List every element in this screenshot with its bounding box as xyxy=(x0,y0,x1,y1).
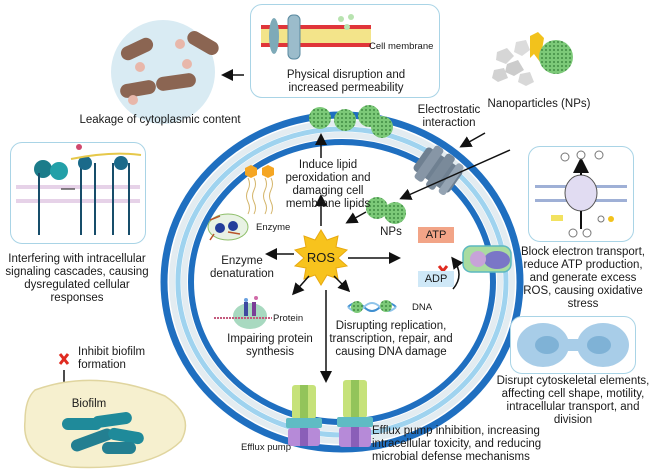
ribosome-icon xyxy=(214,296,272,329)
efflux-pump-label: Efflux pump xyxy=(241,442,291,453)
membrane-disruption-caption: Physical disruption and increased permea… xyxy=(286,69,406,94)
electron-transport-caption: Block electron transport, reduce ATP pro… xyxy=(520,246,645,310)
nanoparticles-cluster-icon xyxy=(492,32,573,86)
lipid-molecules-icon xyxy=(245,165,274,215)
electrostatic-label: Electrostatic interaction xyxy=(417,104,481,129)
dna-damage-caption: Disrupting replication, transcription, r… xyxy=(329,320,453,358)
leaking-bacteria-icon xyxy=(111,20,219,124)
efflux-inhibition-caption: Efflux pump inhibition, increasing intra… xyxy=(372,425,542,463)
biofilm-label: Biofilm xyxy=(71,398,107,410)
adp-badge: ADP xyxy=(418,271,454,287)
cytoskeleton-caption: Disrupt cytoskeletal elements, affecting… xyxy=(496,375,650,426)
protein-synthesis-caption: Impairing protein synthesis xyxy=(227,333,313,358)
lipid-peroxidation-caption: Induce lipid peroxidation and damaging c… xyxy=(285,159,371,210)
dividing-cell-icon xyxy=(517,323,629,367)
cell-membrane-label: Cell membrane xyxy=(369,41,434,52)
atp-synthase-icon xyxy=(462,245,512,273)
electron-transport-panel xyxy=(528,146,634,242)
electron-transport-chain-icon xyxy=(535,150,627,238)
nanoparticles-label: Nanoparticles (NPs) xyxy=(487,98,591,110)
enzyme-icon xyxy=(207,213,249,241)
efflux-pump-left-icon xyxy=(286,385,322,446)
cytoskeleton-panel xyxy=(510,316,636,374)
inhibit-biofilm-label: Inhibit biofilm formation xyxy=(78,346,146,371)
enzyme-label: Enzyme xyxy=(256,222,291,233)
membrane-nanoparticles xyxy=(309,105,393,138)
efflux-pump-right-icon xyxy=(337,380,373,447)
atp-badge: ATP xyxy=(418,227,454,243)
signaling-panel xyxy=(10,142,146,244)
signaling-receptors-icon xyxy=(16,144,142,235)
membrane-disruption-panel: Cell membrane Physical disruption and in… xyxy=(250,4,440,98)
biofilm-icon xyxy=(24,379,187,469)
porin-channel-icon xyxy=(413,145,464,196)
leakage-caption: Leakage of cytoplasmic content xyxy=(79,114,241,126)
dna-label: DNA xyxy=(412,302,433,313)
atp-cycle-arrow xyxy=(451,256,464,290)
protein-label: Protein xyxy=(273,313,304,324)
enzyme-denaturation-caption: Enzyme denaturation xyxy=(210,255,274,280)
inhibit-x-icon xyxy=(58,353,70,365)
ros-star-icon xyxy=(293,229,349,286)
lipid-bilayer-icon xyxy=(261,14,371,60)
ros-nanoparticles-icon xyxy=(366,197,406,224)
signaling-caption: Interfering with intracellular signaling… xyxy=(5,253,149,304)
ros-label: ROS xyxy=(306,250,336,265)
nps-label: NPs xyxy=(380,226,402,238)
dna-icon xyxy=(347,300,397,313)
